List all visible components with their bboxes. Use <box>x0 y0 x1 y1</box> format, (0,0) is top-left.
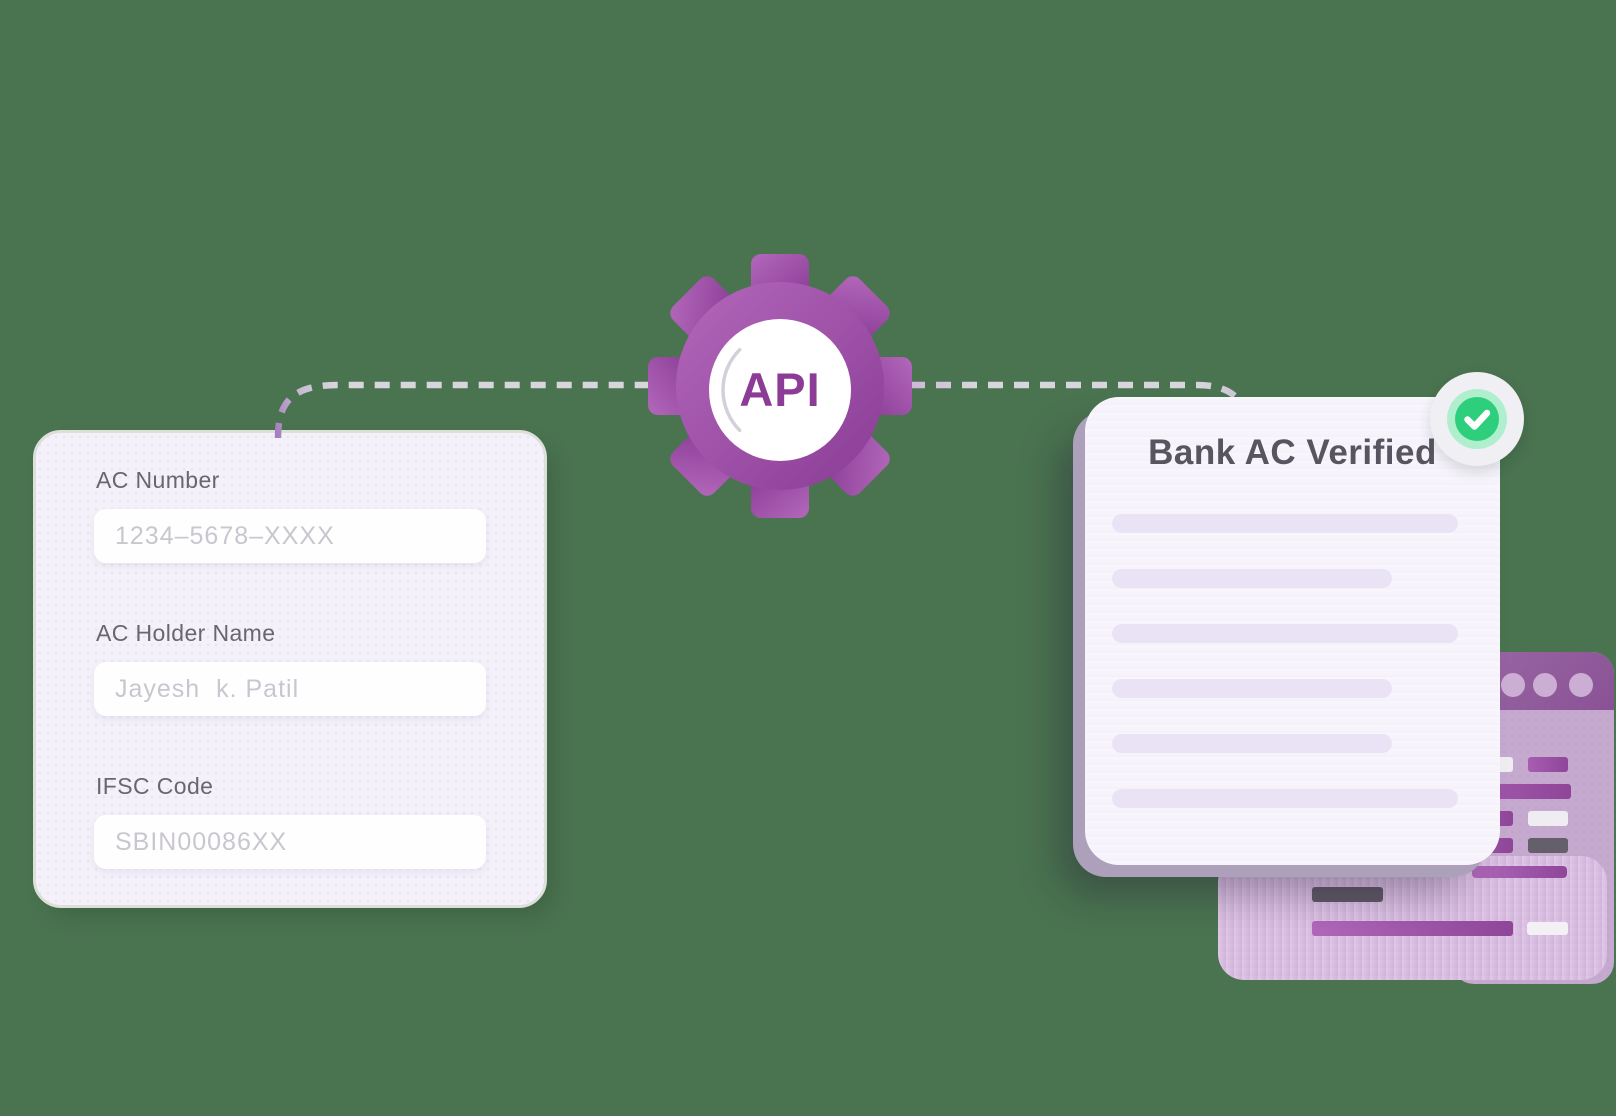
window-bar <box>1528 757 1568 772</box>
verified-badge-ring <box>1447 389 1507 449</box>
back-panel <box>1218 856 1607 980</box>
gear-center-arc <box>721 347 742 433</box>
api-gear: API <box>648 254 912 518</box>
field-label: IFSC Code <box>96 773 214 799</box>
text-input[interactable]: SBIN00086XX <box>94 815 486 869</box>
text-input[interactable]: 1234–5678–XXXX <box>94 509 486 563</box>
verified-badge <box>1430 372 1524 466</box>
field-label: AC Holder Name <box>96 620 276 646</box>
panel-bar <box>1312 887 1383 902</box>
placeholder-bar <box>1112 569 1392 588</box>
gear-center-disc <box>709 319 851 461</box>
form-field: AC Number 1234–5678–XXXX <box>94 467 486 563</box>
placeholder-bar <box>1112 679 1392 698</box>
input-placeholder: 1234–5678–XXXX <box>115 521 335 550</box>
placeholder-bar <box>1112 789 1458 808</box>
placeholder-bar <box>1112 624 1458 643</box>
input-placeholder: Jayesh k. Patil <box>115 674 300 703</box>
input-placeholder: SBIN00086XX <box>115 827 288 856</box>
check-icon <box>1455 397 1499 441</box>
panel-bar <box>1312 868 1457 876</box>
text-input[interactable]: Jayesh k. Patil <box>94 662 486 716</box>
field-label: AC Number <box>96 467 220 493</box>
panel-bar <box>1527 922 1568 935</box>
placeholder-bar <box>1112 514 1458 533</box>
window-bar <box>1528 811 1568 826</box>
result-card-title: Bank AC Verified <box>1148 433 1437 472</box>
placeholder-bar <box>1112 734 1392 753</box>
panel-bar <box>1472 866 1567 878</box>
window-dot-icon <box>1569 673 1593 697</box>
panel-bar <box>1312 921 1513 936</box>
dashed-line-right <box>910 381 1249 411</box>
dashed-line-left <box>274 381 648 439</box>
api-label: API <box>739 363 820 416</box>
window-dot-icon <box>1501 673 1525 697</box>
verification-result-card: Bank AC Verified <box>1085 397 1500 865</box>
result-placeholder-bars <box>1112 514 1458 808</box>
window-dot-icon <box>1533 673 1557 697</box>
window-bar <box>1528 838 1568 853</box>
